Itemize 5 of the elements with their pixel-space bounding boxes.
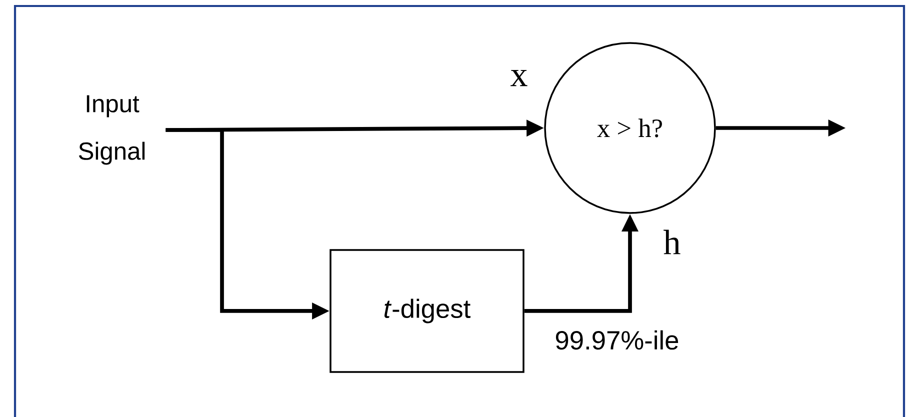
edge-label: x [510, 70, 528, 86]
input-label: Input Signal [78, 95, 145, 165]
output-label: 99.97%-ile [556, 330, 678, 350]
process-box: t-digest [330, 249, 524, 373]
edge-label: h [664, 230, 680, 254]
